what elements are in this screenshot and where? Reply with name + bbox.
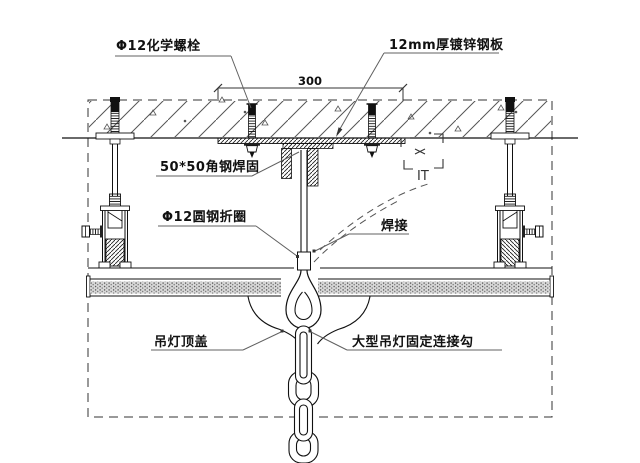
galvanized-steel-plate: [217, 137, 406, 144]
svg-text:Φ12化学螺栓: Φ12化学螺栓: [116, 38, 201, 54]
dimension-300: 300: [213, 74, 408, 101]
chain-link: [293, 398, 314, 442]
marker-it-label: IT: [417, 169, 429, 184]
label-round-steel-ring: Φ12圆钢折圈: [158, 209, 299, 258]
aggregate-symbols: [103, 96, 518, 135]
annotations: Φ12化学螺栓 12mm厚镀锌钢板 50*50角钢焊固 Φ12圆钢折圈 焊接: [115, 37, 504, 351]
dimension-value: 300: [298, 74, 322, 88]
suspension-rod: [297, 150, 311, 271]
svg-text:50*50角钢焊固: 50*50角钢焊固: [160, 159, 259, 175]
svg-text:Φ12圆钢折圈: Φ12圆钢折圈: [162, 209, 247, 225]
steel-ring-loop: [285, 269, 322, 330]
svg-text:吊灯顶盖: 吊灯顶盖: [154, 334, 208, 350]
label-steel-plate: 12mm厚镀锌钢板: [336, 37, 504, 137]
svg-text:大型吊灯固定连接勾: 大型吊灯固定连接勾: [352, 334, 474, 350]
label-canopy: 吊灯顶盖: [151, 329, 284, 351]
angle-steel-bracket: [281, 143, 334, 187]
hanger-assembly-right: [493, 143, 544, 269]
svg-text:12mm厚镀锌钢板: 12mm厚镀锌钢板: [389, 37, 504, 53]
svg-text:焊接: 焊接: [381, 218, 408, 234]
hanger-assembly-left: [81, 143, 132, 269]
label-hook: 大型吊灯固定连接勾: [308, 329, 502, 351]
ceiling-board: [86, 275, 554, 298]
chain: [287, 325, 320, 463]
label-anchor-bolt: Φ12化学螺栓: [115, 38, 252, 109]
connection-hook-link: [294, 325, 313, 385]
boundary-dashed-border: [87, 99, 553, 418]
weld-path-dashed-curves: [313, 183, 429, 263]
label-angle-steel: 50*50角钢焊固: [156, 151, 300, 177]
region-marker: IT: [400, 133, 444, 184]
concrete-slab: [62, 96, 578, 139]
label-weld: 焊接: [312, 218, 409, 253]
